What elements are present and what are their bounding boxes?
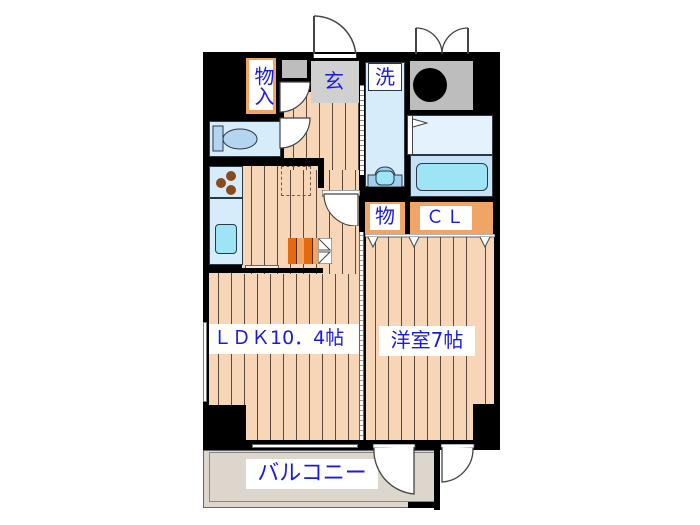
washbasin-icon — [367, 166, 403, 187]
storage-entrance-door-icon — [279, 81, 311, 113]
ldk-side-window — [203, 322, 207, 402]
balcony-window — [252, 444, 358, 448]
toilet-door-icon — [279, 117, 311, 149]
ldk-corner-pillar — [203, 405, 246, 450]
door-swing-marker-icon — [412, 118, 428, 128]
ldk-storage-orange — [288, 238, 320, 264]
washing-machine-icon — [413, 68, 447, 102]
kitchen-divider — [318, 158, 324, 188]
sliding-partition — [359, 232, 364, 440]
balcony-double-door-icon — [415, 27, 469, 54]
balcony-label: バルコニー — [246, 459, 378, 489]
sink-icon — [215, 224, 237, 254]
bathroom-door-icon — [407, 115, 413, 155]
kitchen-back-wall — [203, 268, 323, 273]
storage-entrance-label: 物入 — [249, 60, 275, 110]
stove-counter — [209, 166, 243, 198]
closet-label: ＣＬ — [420, 206, 472, 230]
storage-label: 物 — [370, 204, 400, 230]
toilet-icon — [212, 125, 258, 152]
entrance-label: 玄 — [319, 68, 349, 96]
ldk-label: ＬＤＫ10．4帖 — [209, 324, 359, 354]
laundry-label: 洗 — [368, 63, 402, 91]
kitchen-left-wall — [203, 158, 209, 273]
western-corner-pillar — [473, 404, 500, 450]
kitchen-upper-wall — [203, 158, 323, 166]
ldk-door-icon — [322, 190, 360, 226]
bathtub-icon — [416, 163, 488, 191]
western-room-floor-right — [476, 236, 494, 404]
stove-burners-icon — [216, 171, 236, 195]
ldk-floor — [209, 272, 359, 440]
fridge-space — [281, 166, 311, 196]
washroom-sliding-door — [360, 85, 364, 175]
shoe-box — [282, 60, 307, 78]
western-exterior-door-icon — [441, 444, 475, 483]
balcony-right-wall — [434, 448, 440, 510]
balcony-bottom-wall — [408, 502, 440, 508]
bathroom-dressing — [410, 115, 493, 155]
western-room-label: 洋室7帖 — [379, 326, 475, 356]
closet-doors-icon — [365, 234, 495, 248]
entrance-door-icon — [313, 15, 357, 58]
ldk-storage-door-icon — [318, 238, 332, 264]
balcony-door-icon — [373, 444, 416, 495]
